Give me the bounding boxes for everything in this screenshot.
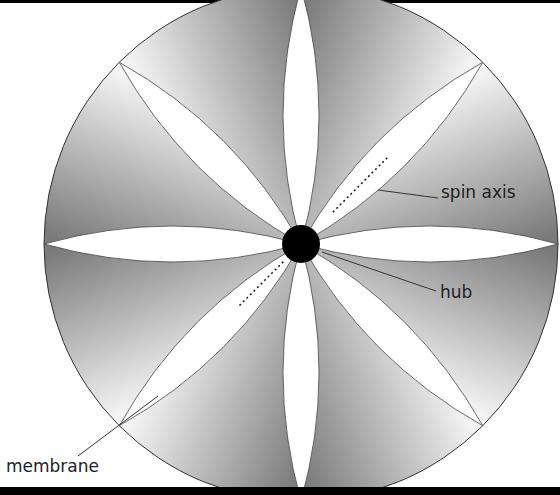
membrane-sector (301, 62, 558, 244)
gap (301, 62, 483, 244)
membrane-sectors (44, 0, 558, 495)
membrane-sector (44, 244, 301, 426)
leader-line (378, 190, 438, 198)
gap (283, 244, 319, 495)
gap (119, 62, 301, 244)
bottom-bar (0, 487, 560, 495)
spin-axis-line (237, 262, 283, 308)
part-label: membrane (6, 457, 99, 476)
hub-disc (282, 225, 320, 263)
leader-lines (78, 190, 438, 456)
gaps (44, 0, 558, 495)
gap (301, 226, 558, 262)
sail-rim (44, 0, 558, 495)
gap (44, 226, 301, 262)
part-label: hub (440, 283, 472, 302)
gap (119, 244, 301, 426)
leader-line (322, 252, 436, 291)
spin-axis-line (237, 156, 389, 308)
membrane-sector (301, 244, 483, 495)
leader-line (78, 396, 158, 456)
part-label: spin axis (441, 183, 516, 202)
membrane-sector (119, 0, 301, 244)
gap (301, 244, 483, 426)
gap (283, 0, 319, 244)
spin-axis-line (333, 156, 390, 213)
